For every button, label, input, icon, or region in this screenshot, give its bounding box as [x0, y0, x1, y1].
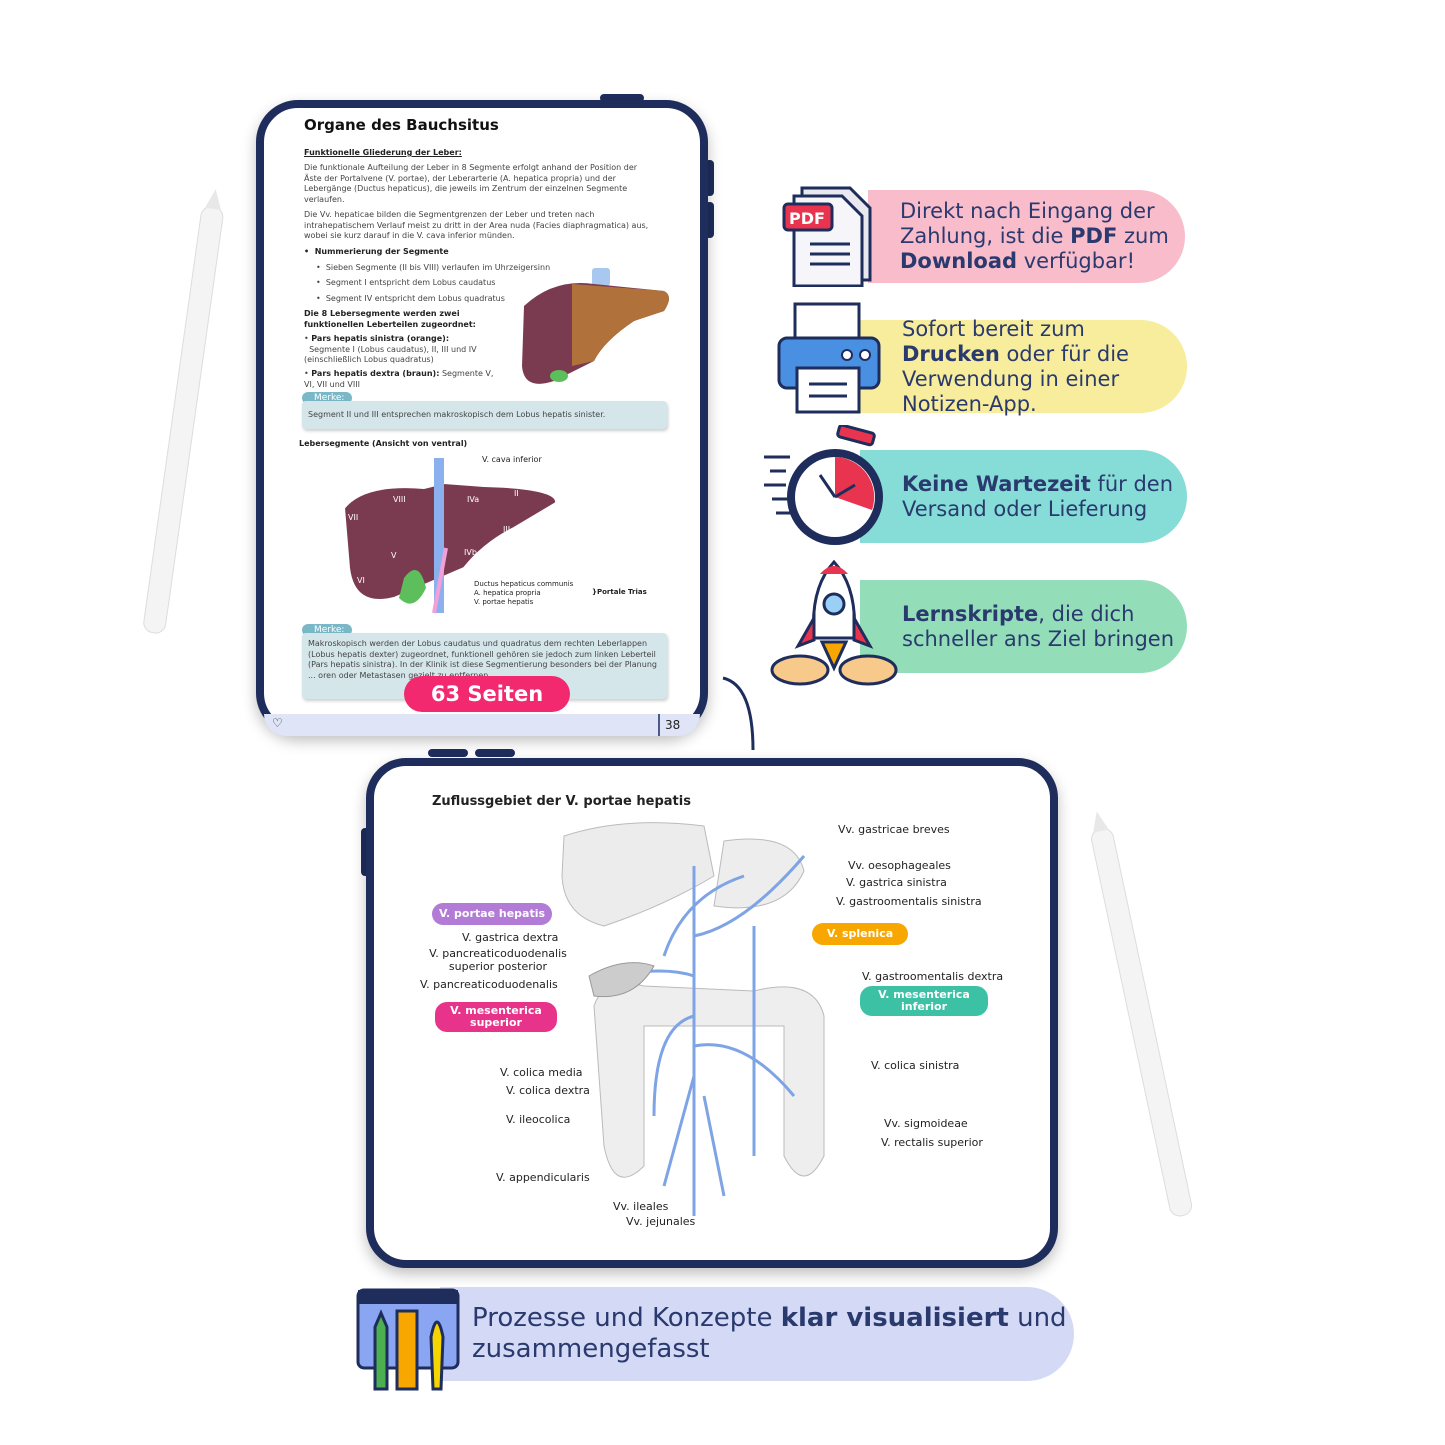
tablet-page-preview-liver: Organe des Bauchsitus Funktionelle Glied…	[256, 100, 708, 736]
stopwatch-icon	[764, 425, 883, 545]
label-vessel: V. gastroomentalis sinistra	[836, 895, 982, 908]
segment-label-viii: VIII	[393, 495, 406, 504]
label-vessel: Vv. sigmoideae	[884, 1117, 968, 1130]
page-number: 38	[658, 714, 680, 736]
pdf-file-icon: PDF	[782, 186, 872, 287]
bullet-sinistra: • Pars hepatis sinistra (orange): Segmen…	[304, 334, 477, 364]
label-vessel: Vv. jejunales	[626, 1215, 696, 1228]
segment-label-v: V	[391, 551, 397, 560]
portal-vein-diagram	[561, 822, 825, 1216]
paragraph-segments: Die funktionale Aufteilung der Leber in …	[304, 163, 638, 204]
label-vessel: V. pancreaticoduodenalis	[420, 978, 558, 991]
banner-visualized: Prozesse und Konzepte klar visualisiert …	[440, 1287, 1074, 1381]
segment-label-vi: VI	[357, 576, 365, 585]
label-arteria: A. hepatica propria	[474, 589, 541, 597]
tag-v-portae-hepatis: V. portae hepatis	[432, 903, 552, 925]
label-vessel: V. rectalis superior	[881, 1136, 983, 1149]
page-footer: ♡ 38	[264, 714, 700, 736]
connector-line	[722, 676, 755, 751]
stylus-pencil-left	[143, 189, 224, 634]
label-vessel: V. colica media	[500, 1066, 583, 1079]
bullet-dextra: • Pars hepatis dextra (braun): Segmente …	[304, 369, 494, 389]
label-vessel: V. appendicularis	[496, 1171, 590, 1184]
tag-v-mesenterica-inferior: V. mesenterica inferior	[860, 986, 988, 1016]
printer-icon	[777, 302, 881, 414]
heartbeat-icon: ♡	[272, 716, 283, 730]
tablet-page-preview-portal-vein: Zuflussgebiet der V. portae hepatis V. p…	[366, 758, 1058, 1268]
tag-v-splenica: V. splenica	[812, 923, 908, 945]
feature-print-ready: Sofort bereit zum Drucken oder für die V…	[860, 317, 1187, 416]
liver-segments-figure	[342, 458, 558, 614]
merke-box-1: Segment II und III entsprechen makroskop…	[302, 401, 667, 429]
feature-no-waiting: Keine Wartezeit für den Versand oder Lie…	[860, 450, 1187, 543]
section-heading: Funktionelle Gliederung der Leber:	[304, 148, 462, 157]
assign-heading: Die 8 Lebersegmente werden zwei funktion…	[304, 309, 476, 329]
stylus-pencil-right	[1091, 811, 1193, 1217]
label-vessel: V. gastrica dextra	[462, 931, 559, 944]
feature-learning-scripts: Lernskripte, die dich schneller ans Ziel…	[860, 580, 1187, 673]
sub-bullet: • Segment I entspricht dem Lobus caudatu…	[316, 278, 496, 287]
figure-title: Lebersegmente (Ansicht von ventral)	[299, 439, 468, 448]
segment-label-iva: IVa	[467, 495, 480, 504]
bullet-heading: • Nummerierung der Segmente	[304, 247, 449, 256]
label-vessel: V. ileocolica	[506, 1113, 571, 1126]
segment-label-iii: III	[503, 525, 511, 534]
art-supplies-icon	[356, 1288, 460, 1391]
label-vessel: Vv. oesophageales	[848, 859, 951, 872]
diagram-title: Zuflussgebiet der V. portae hepatis	[432, 794, 691, 809]
pages-count-badge: 63 Seiten	[404, 676, 570, 712]
svg-text:PDF: PDF	[789, 209, 825, 228]
tag-v-mesenterica-superior: V. mesenterica superior	[435, 1002, 557, 1032]
label-portae: V. portae hepatis	[474, 598, 534, 606]
label-vessel: V. pancreaticoduodenalis superior poster…	[429, 947, 567, 973]
label-vessel: V. gastrica sinistra	[846, 876, 947, 889]
label-trias: }Portale Trias	[592, 588, 647, 596]
label-vessel: Vv. gastricae breves	[838, 823, 950, 836]
label-ductus: Ductus hepaticus communis	[474, 580, 574, 588]
segment-label-vii: VII	[348, 513, 359, 522]
segment-label-ivb: IVb	[464, 548, 477, 557]
liver-illustration	[522, 268, 669, 384]
label-vessel: Vv. ileales	[613, 1200, 669, 1213]
label-cava: V. cava inferior	[482, 455, 542, 464]
page-title: Organe des Bauchsitus	[304, 116, 499, 134]
feature-pdf-download: Direkt nach Eingang der Zahlung, ist die…	[868, 190, 1185, 283]
label-vessel: V. colica sinistra	[871, 1059, 960, 1072]
sub-bullet: • Segment IV entspricht dem Lobus quadra…	[316, 294, 505, 303]
label-vessel: V. gastroomentalis dextra	[862, 970, 1004, 983]
rocket-icon	[770, 559, 898, 686]
sub-bullet: • Sieben Segmente (II bis VIII) verlaufe…	[316, 263, 551, 272]
paragraph-hepaticae: Die Vv. hepaticae bilden die Segmentgren…	[304, 210, 649, 240]
segment-label-ii: II	[514, 489, 519, 498]
label-vessel: V. colica dextra	[506, 1084, 590, 1097]
